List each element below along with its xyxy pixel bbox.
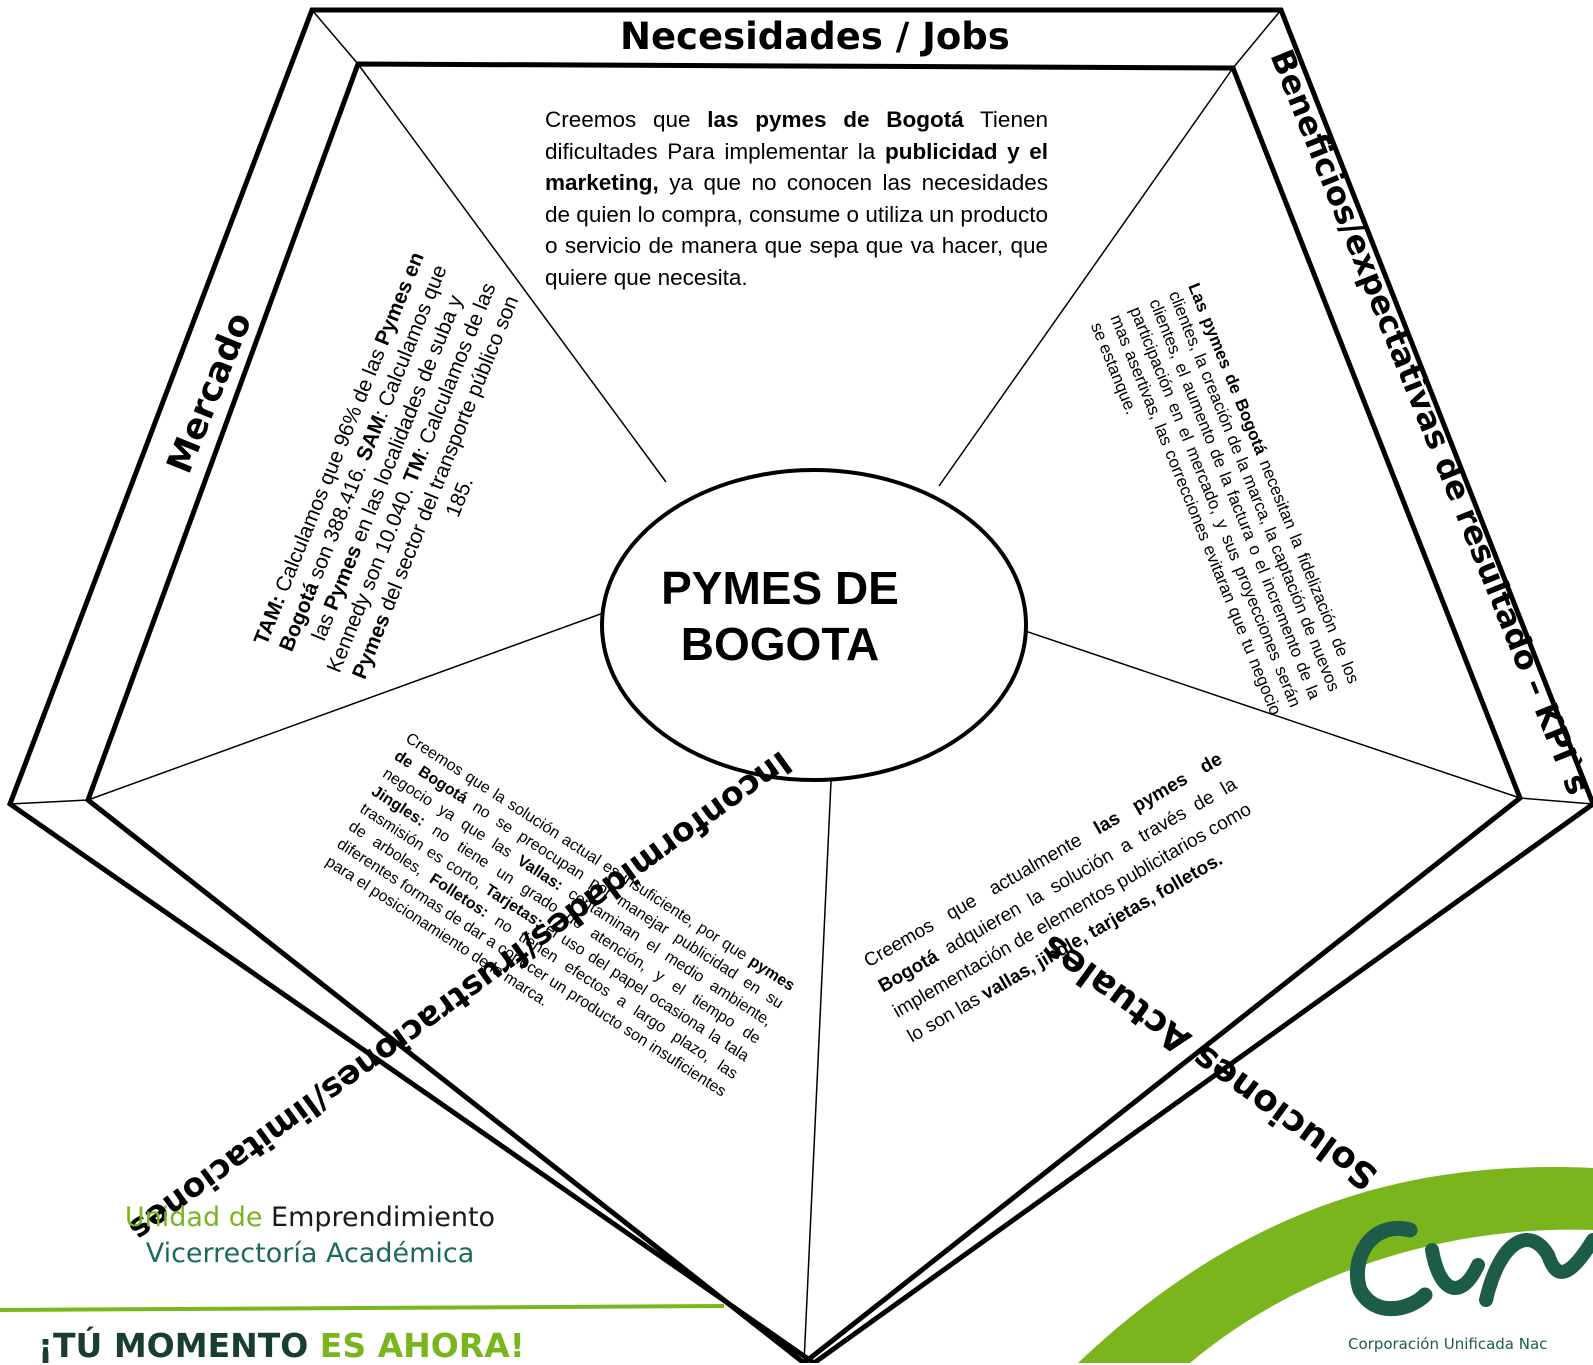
green-footer-line [0,1304,725,1312]
center-line-2: BOGOTA [680,618,880,670]
needs-t1: Creemos que [545,107,708,132]
unit-line: Unidad de Emprendimiento [60,1200,560,1236]
unit-word-1: Unidad de [124,1202,263,1233]
needs-t2: Tienen dificultades Para implementar la [545,107,1048,164]
title-needs: Necesidades / Jobs [620,15,1010,58]
center-circle [600,468,1028,782]
unit-word-2: Emprendimiento [271,1202,496,1233]
center-label: PYMES DE BOGOTA [600,560,960,672]
slogan: ¡TÚ MOMENTO ES AHORA! [38,1326,525,1365]
divider-tr [938,67,1234,487]
needs-b1: las pymes de Bogotá [707,107,964,132]
divider-r [962,609,1521,799]
inner-pentagon [85,61,1524,1363]
divider-b [803,759,833,1363]
needs-t3: ya que no conocen las necesidades de qui… [545,170,1048,290]
footer-unit: Unidad de Emprendimiento Vicerrectoría A… [60,1200,560,1272]
corp-name: Corporación Unificada Nac [1348,1335,1548,1353]
corner-line-r [1519,797,1593,805]
green-swoosh-icon [1078,1167,1593,1363]
corner-line-tr [1232,9,1282,69]
cun-logo-icon [1349,1183,1593,1317]
divider-tl [357,63,667,483]
vice-line: Vicerrectoría Académica [145,1238,475,1269]
outer-pentagon [6,7,1593,1363]
slogan-part-2: ES AHORA! [308,1326,525,1365]
slogan-part-1: ¡TÚ MOMENTO [38,1326,309,1365]
corner-line-tl [311,9,359,65]
corner-line-l [9,799,89,805]
divider-l [87,611,607,801]
needs-b2: publicidad y el marketing, [545,138,1049,196]
needs-text: Creemos que las pymes de Bogotá Tienen d… [545,104,1048,293]
center-line-1: PYMES DE [661,562,899,614]
